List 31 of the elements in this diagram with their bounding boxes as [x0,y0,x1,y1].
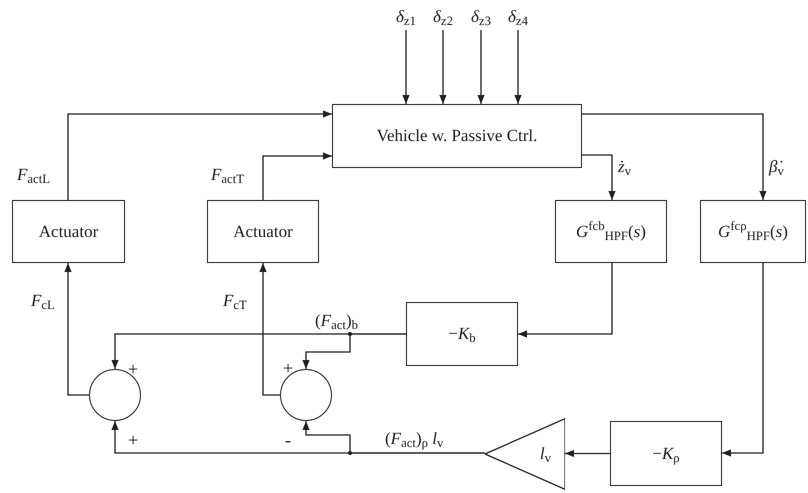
sign-label: + [128,360,138,378]
arrow [262,152,332,200]
block: Vehicle w. Passive Ctrl. [332,104,582,168]
arrow [565,450,610,458]
block: −K$_{ρ}$ [610,421,722,486]
block-label: δ$_{z1}$ [396,6,416,30]
arrow [582,154,616,200]
arrow [477,30,485,104]
block-label: l$_{v}$ [540,443,551,467]
block: −K$_{b}$ [406,302,518,366]
block: Actuator [207,200,319,263]
arrow [67,110,332,200]
block: Actuator [12,200,125,263]
arrow [514,30,522,104]
block: G$^{fcρ}$$_{HPF}$(s) [700,200,806,263]
arrow [302,421,485,454]
block-label: δ$_{z2}$ [433,6,453,30]
arrow [259,263,280,396]
arrow [439,30,447,104]
arrow [722,263,764,457]
arrow [64,263,89,396]
block-label: δ$_{z4}$ [508,6,528,30]
arrow [518,263,613,338]
sign-label: + [283,359,294,377]
block: G$^{fcb}$$_{HPF}$(s) [555,200,667,263]
arrow [582,113,767,200]
sign-label: - [285,431,291,449]
arrow [302,333,406,369]
arrow [402,30,410,104]
block-label: δ$_{z3}$ [471,6,491,30]
sign-label: + [128,431,138,449]
